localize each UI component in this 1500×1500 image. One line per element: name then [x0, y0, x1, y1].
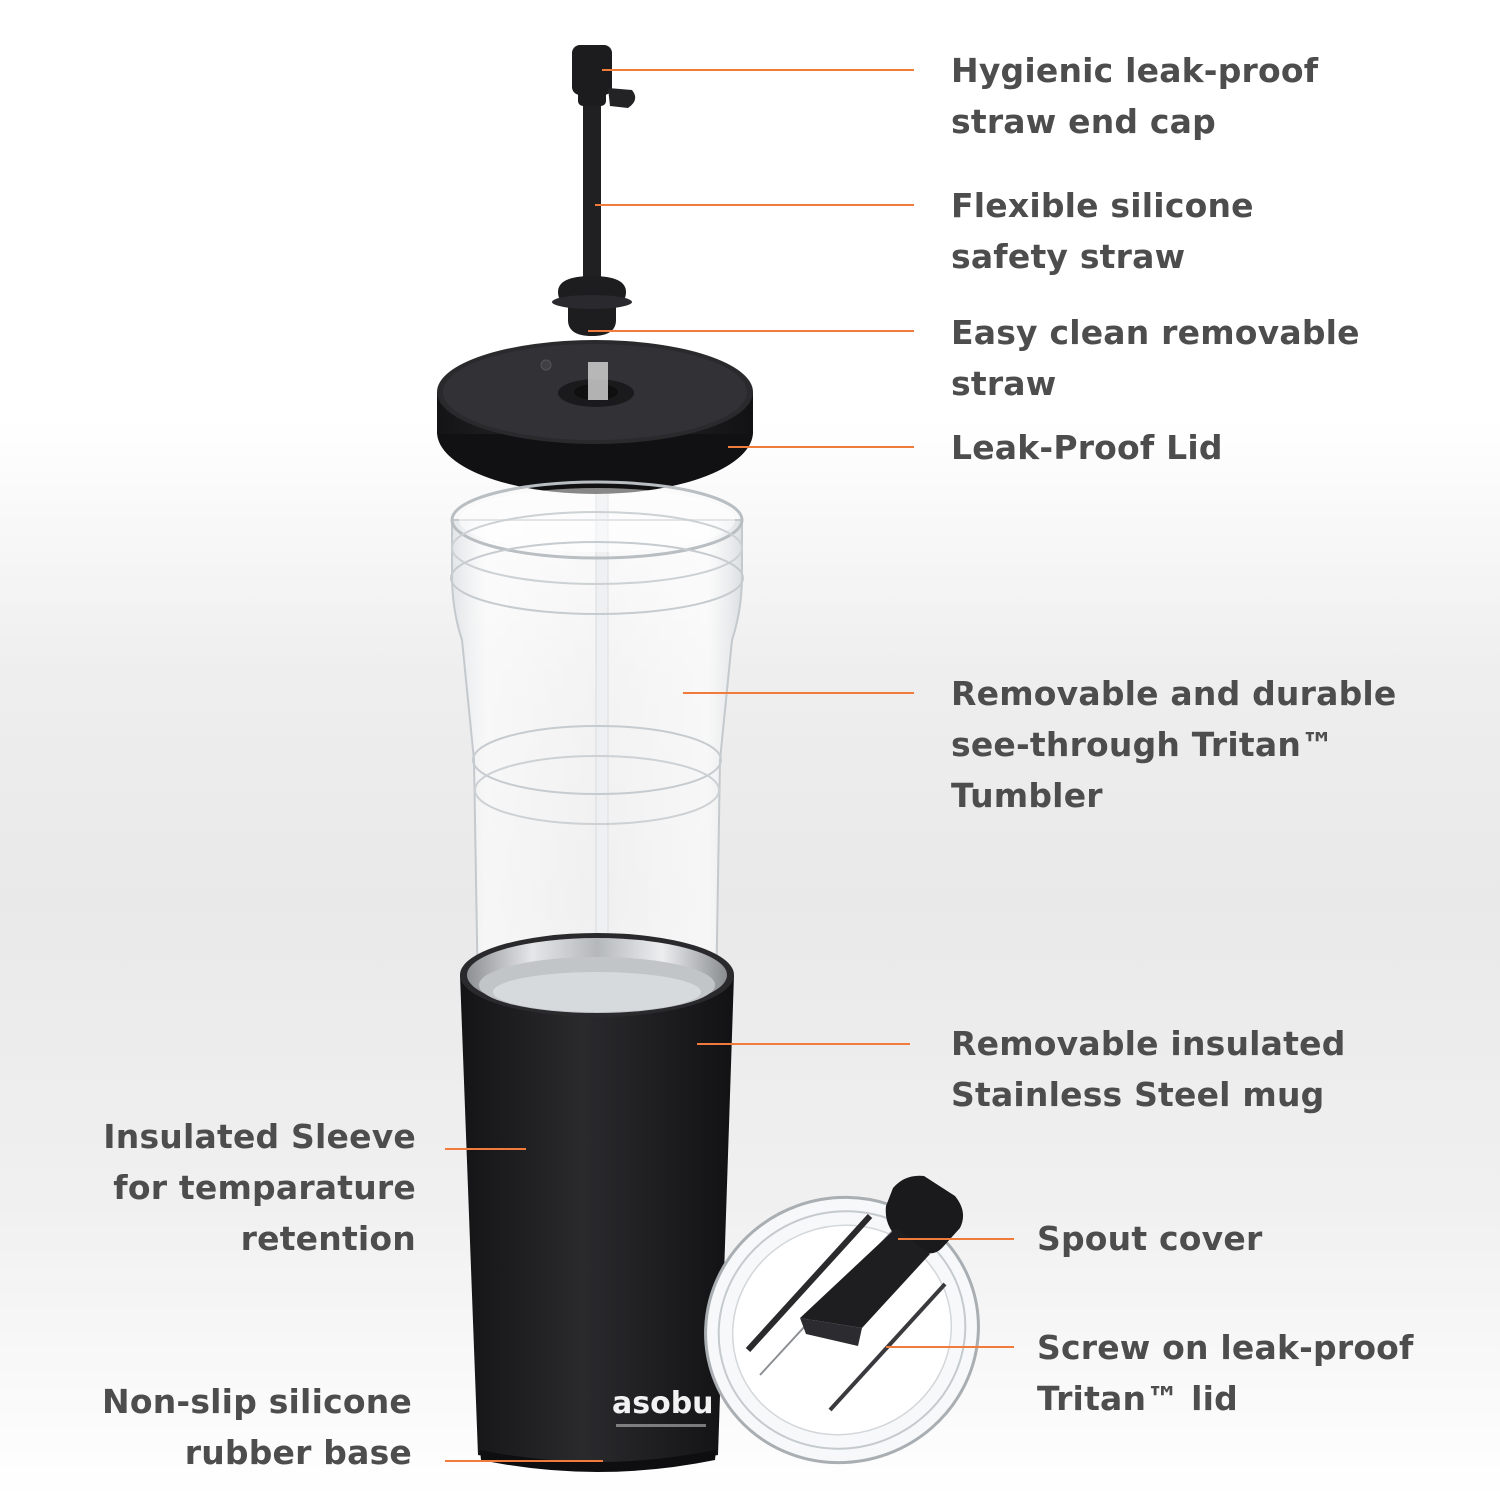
logo-wordmark: asobu: [612, 1386, 714, 1421]
leader-sleeve: [445, 1148, 526, 1150]
label-lid: Leak-Proof Lid: [951, 428, 1223, 467]
leader-base: [445, 1460, 603, 1462]
label-end-cap: Hygienic leak-proof straw end cap: [951, 51, 1319, 141]
leader-end-cap: [602, 69, 914, 71]
leader-spout-cover: [898, 1238, 1014, 1240]
label-spout-cover: Spout cover: [1037, 1219, 1263, 1258]
label-removable-straw: Easy clean removable straw: [951, 313, 1360, 403]
label-tumbler: Removable and durable see-through Tritan…: [951, 674, 1397, 815]
label-silicone-straw: Flexible silicone safety straw: [951, 186, 1254, 276]
label-base: Non-slip silicone rubber base: [102, 1382, 412, 1472]
leader-lid: [728, 446, 914, 448]
leader-removable-straw: [588, 330, 914, 332]
leader-tumbler: [683, 692, 914, 694]
label-sleeve: Insulated Sleeve for temparature retenti…: [103, 1117, 416, 1258]
silicone-straw: [552, 90, 632, 336]
leader-silicone-straw: [595, 204, 914, 206]
stainless-steel-mug: [460, 933, 734, 1467]
asobu-logo: asobu: [612, 1386, 714, 1427]
rubber-base: [480, 1450, 716, 1472]
straw-end-cap: [572, 45, 636, 108]
leader-screw-lid: [886, 1346, 1014, 1348]
spout-cover: [800, 1175, 964, 1346]
label-screw-lid: Screw on leak-proof Tritan™ lid: [1037, 1328, 1414, 1418]
label-steel-mug: Removable insulated Stainless Steel mug: [951, 1024, 1346, 1114]
leader-steel-mug: [697, 1043, 910, 1045]
leak-proof-lid: [437, 340, 753, 494]
